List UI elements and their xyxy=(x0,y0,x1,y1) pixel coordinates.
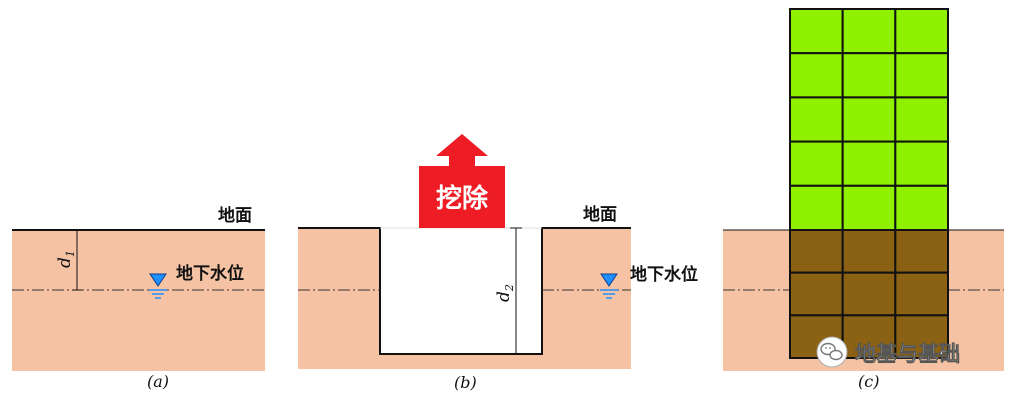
excavation-outline xyxy=(298,227,631,355)
building-cell-above-ground xyxy=(841,140,897,187)
panel-a-dim-label: d1 xyxy=(55,250,77,268)
building xyxy=(789,8,949,360)
wechat-icon xyxy=(816,336,848,368)
watermark-text: 地基与基础 xyxy=(855,342,960,366)
panel-c-caption: (c) xyxy=(858,372,879,391)
panel-a-water-label: 地下水位 xyxy=(176,263,244,284)
panel-b-water-label: 地下水位 xyxy=(630,264,698,285)
building-cell-below-ground xyxy=(894,229,949,274)
building-cell-below-ground xyxy=(789,229,844,274)
building-cell-above-ground xyxy=(894,8,949,55)
building-cell-above-ground xyxy=(841,184,897,232)
building-cell-below-ground xyxy=(894,271,949,317)
building-cell-above-ground xyxy=(789,8,844,55)
excavate-arrow xyxy=(419,134,505,228)
excavation-pit xyxy=(380,228,542,354)
building-cell-above-ground xyxy=(894,52,949,99)
building-cell-above-ground xyxy=(789,96,844,143)
excavate-label: 挖除 xyxy=(436,183,489,214)
building-cell-above-ground xyxy=(841,96,897,143)
building-cell-below-ground xyxy=(841,271,897,317)
panel-a-soil xyxy=(12,230,265,371)
building-cell-below-ground xyxy=(894,314,949,360)
building-cell-below-ground xyxy=(789,271,844,317)
panel-b: d2 挖除 地面 地下水位 (b) xyxy=(298,134,698,392)
building-cell-above-ground xyxy=(841,8,897,55)
building-cell-below-ground xyxy=(841,229,897,274)
building-cell-above-ground xyxy=(894,140,949,187)
water-level-icon xyxy=(149,273,167,299)
watermark: 地基与基础 xyxy=(816,336,960,368)
building-cell-above-ground xyxy=(789,52,844,99)
building-cell-above-ground xyxy=(894,96,949,143)
building-cell-above-ground xyxy=(841,52,897,99)
panel-a-caption: (a) xyxy=(147,372,169,391)
building-cell-above-ground xyxy=(789,184,844,232)
panel-b-ground-label: 地面 xyxy=(583,204,617,225)
panel-a: d1 地面 地下水位 (a) xyxy=(12,205,265,391)
panel-a-ground-label: 地面 xyxy=(218,205,252,226)
building-cell-below-ground xyxy=(841,314,897,360)
panel-b-dim-label: d2 xyxy=(494,284,516,302)
building-cell-above-ground xyxy=(789,140,844,187)
panel-c: (c) xyxy=(723,8,1004,391)
building-cell-above-ground xyxy=(894,184,949,232)
panel-b-caption: (b) xyxy=(454,373,477,392)
water-level-icon xyxy=(600,273,618,299)
